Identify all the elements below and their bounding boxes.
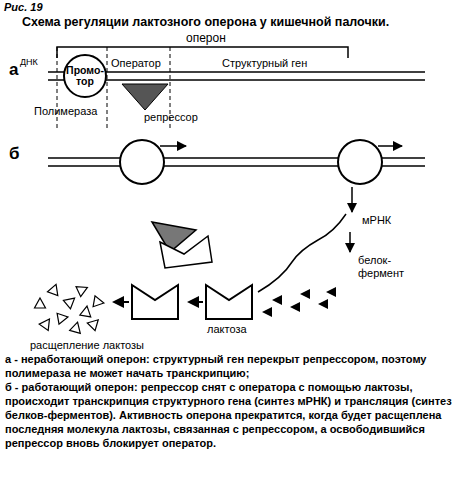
node-label: репрессор [144, 112, 198, 124]
lactose-shape-outline [205, 284, 253, 320]
promoter-outline [64, 55, 106, 97]
lactose-fragment [93, 296, 105, 309]
repressor-shape [152, 222, 196, 252]
split-products-outline [32, 282, 112, 334]
caption-paragraph: б - работающий оперон: репрессор снят с … [5, 380, 463, 450]
lactose-fragment [87, 316, 102, 331]
operon-bracket [57, 47, 348, 58]
movement-arrow [378, 145, 402, 147]
polymerase-circle [338, 140, 382, 184]
lactose-shape [160, 236, 212, 268]
figure-title: Схема регуляции лактозного оперона у киш… [22, 15, 389, 29]
region-label: Оператор [111, 57, 161, 70]
part-label: белок- фермент [358, 254, 410, 279]
flow-arrowhead [187, 296, 199, 308]
part-label: мРНК [362, 214, 391, 227]
figure-number: Рис. 19 [4, 1, 43, 14]
lactose-fragment [63, 294, 78, 309]
movement-arrow [160, 145, 186, 147]
panel-letter: а [9, 60, 18, 80]
node-text-holder: Промо- тор [63, 54, 107, 98]
region-label: оперон [186, 32, 226, 46]
lactose-fragment [76, 282, 90, 296]
mrna-strand [258, 214, 346, 292]
region-divider [107, 47, 108, 128]
flow-arrowhead [124, 301, 129, 303]
promoter-circle: Промо- тор [63, 54, 107, 98]
flow-arrowhead [112, 296, 124, 308]
node-label: лактоза [207, 324, 247, 336]
caption-block: а - неработающий оперон: структурный ген… [5, 352, 463, 450]
lactose-outline [206, 285, 252, 319]
polymerase-circle [120, 140, 164, 184]
repressor-outline [122, 84, 168, 110]
lactose-fragment [70, 321, 83, 334]
repressor-triangle: репрессор [122, 84, 168, 110]
lactose-fragment [47, 282, 61, 295]
lactose-shape: лактоза [205, 284, 253, 320]
panel-letter: б [9, 144, 20, 164]
dna-label: ДНК [20, 57, 38, 67]
repressor-triangle-outline [122, 84, 168, 110]
translation-arrow [349, 232, 351, 252]
lactose-fragment [57, 312, 69, 325]
lactose-fragment [80, 305, 93, 317]
split-products: расщепление лактозы [32, 282, 112, 334]
lactose-fragment [39, 316, 54, 331]
caption-paragraph: а - неработающий оперон: структурный ген… [5, 352, 463, 380]
flow-arrowhead [199, 301, 203, 303]
region-label: Структурный ген [222, 57, 307, 70]
transcription-arrow [351, 187, 353, 212]
node-label: Промо- тор [64, 65, 106, 87]
lactose-shape [132, 285, 178, 319]
lactose-fragment [35, 298, 46, 308]
part-label: Полимераза [34, 105, 97, 118]
enzyme-arrowheads [262, 287, 336, 317]
node-label: расщепление лактозы [30, 340, 144, 352]
